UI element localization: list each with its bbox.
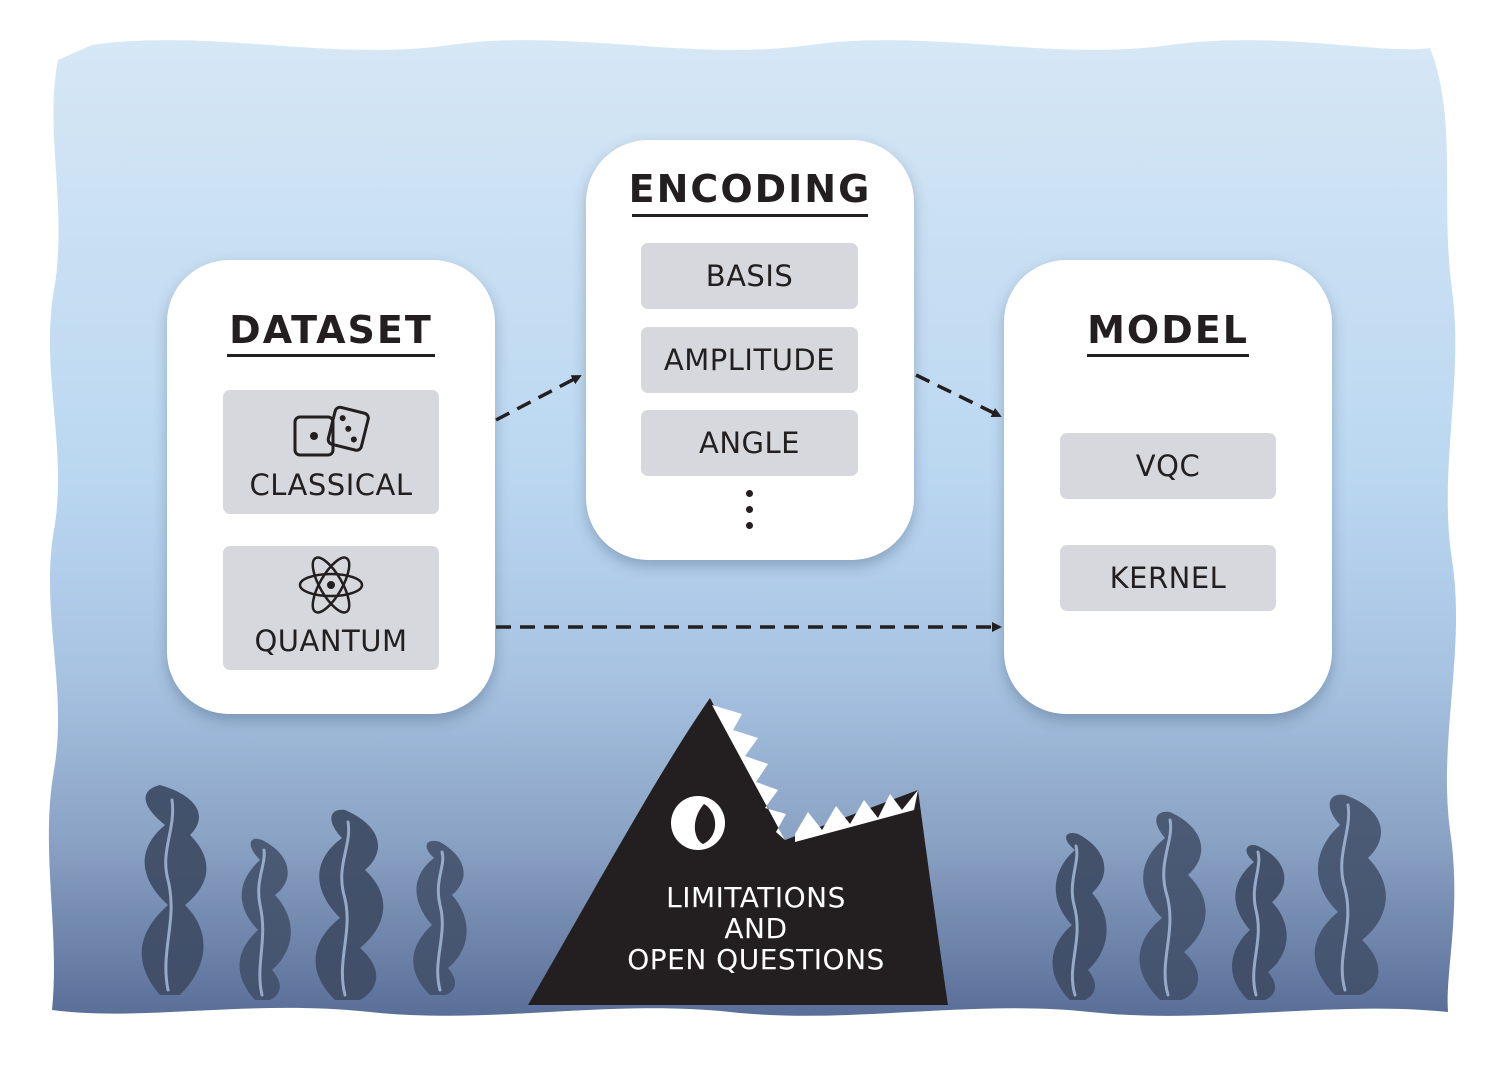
dataset-title-rule xyxy=(227,354,435,357)
dataset-item-classical-label: CLASSICAL xyxy=(249,468,413,502)
vertical-ellipsis-icon xyxy=(746,490,754,538)
encoding-item-amplitude: AMPLITUDE xyxy=(641,327,858,393)
encoding-item-angle: ANGLE xyxy=(641,410,858,476)
encoding-title-rule xyxy=(632,214,868,217)
dice-icon xyxy=(293,405,370,457)
dataset-item-quantum: QUANTUM xyxy=(223,546,439,670)
arrow-dataset-to-encoding xyxy=(495,374,582,422)
seaweed-left xyxy=(141,785,467,1000)
encoding-item-basis: BASIS xyxy=(641,243,858,309)
shark-caption-line-1: LIMITATIONS xyxy=(666,881,846,914)
model-title-rule xyxy=(1087,354,1249,357)
model-item-kernel: KERNEL xyxy=(1060,545,1276,611)
model-title: MODEL xyxy=(1087,308,1249,352)
shark-illustration xyxy=(528,698,948,1005)
dataset-item-classical: CLASSICAL xyxy=(223,390,439,514)
encoding-card: ENCODING BASIS AMPLITUDE ANGLE xyxy=(586,140,914,560)
encoding-title: ENCODING xyxy=(628,167,872,211)
shark-caption: LIMITATIONS AND OPEN QUESTIONS xyxy=(600,882,912,975)
model-item-vqc: VQC xyxy=(1060,433,1276,499)
model-card: MODEL VQC KERNEL xyxy=(1004,260,1332,714)
seaweed-right xyxy=(1052,794,1386,1000)
shark-eye-icon xyxy=(671,796,725,850)
atom-icon xyxy=(298,556,364,614)
dataset-item-quantum-label: QUANTUM xyxy=(254,624,408,658)
arrow-encoding-to-model xyxy=(915,373,1002,418)
shark-caption-line-2: AND xyxy=(724,912,788,945)
shark-caption-line-3: OPEN QUESTIONS xyxy=(627,943,885,976)
dataset-title: DATASET xyxy=(229,308,433,352)
dataset-card: DATASET CLASSICAL QUANTUM xyxy=(167,260,495,714)
